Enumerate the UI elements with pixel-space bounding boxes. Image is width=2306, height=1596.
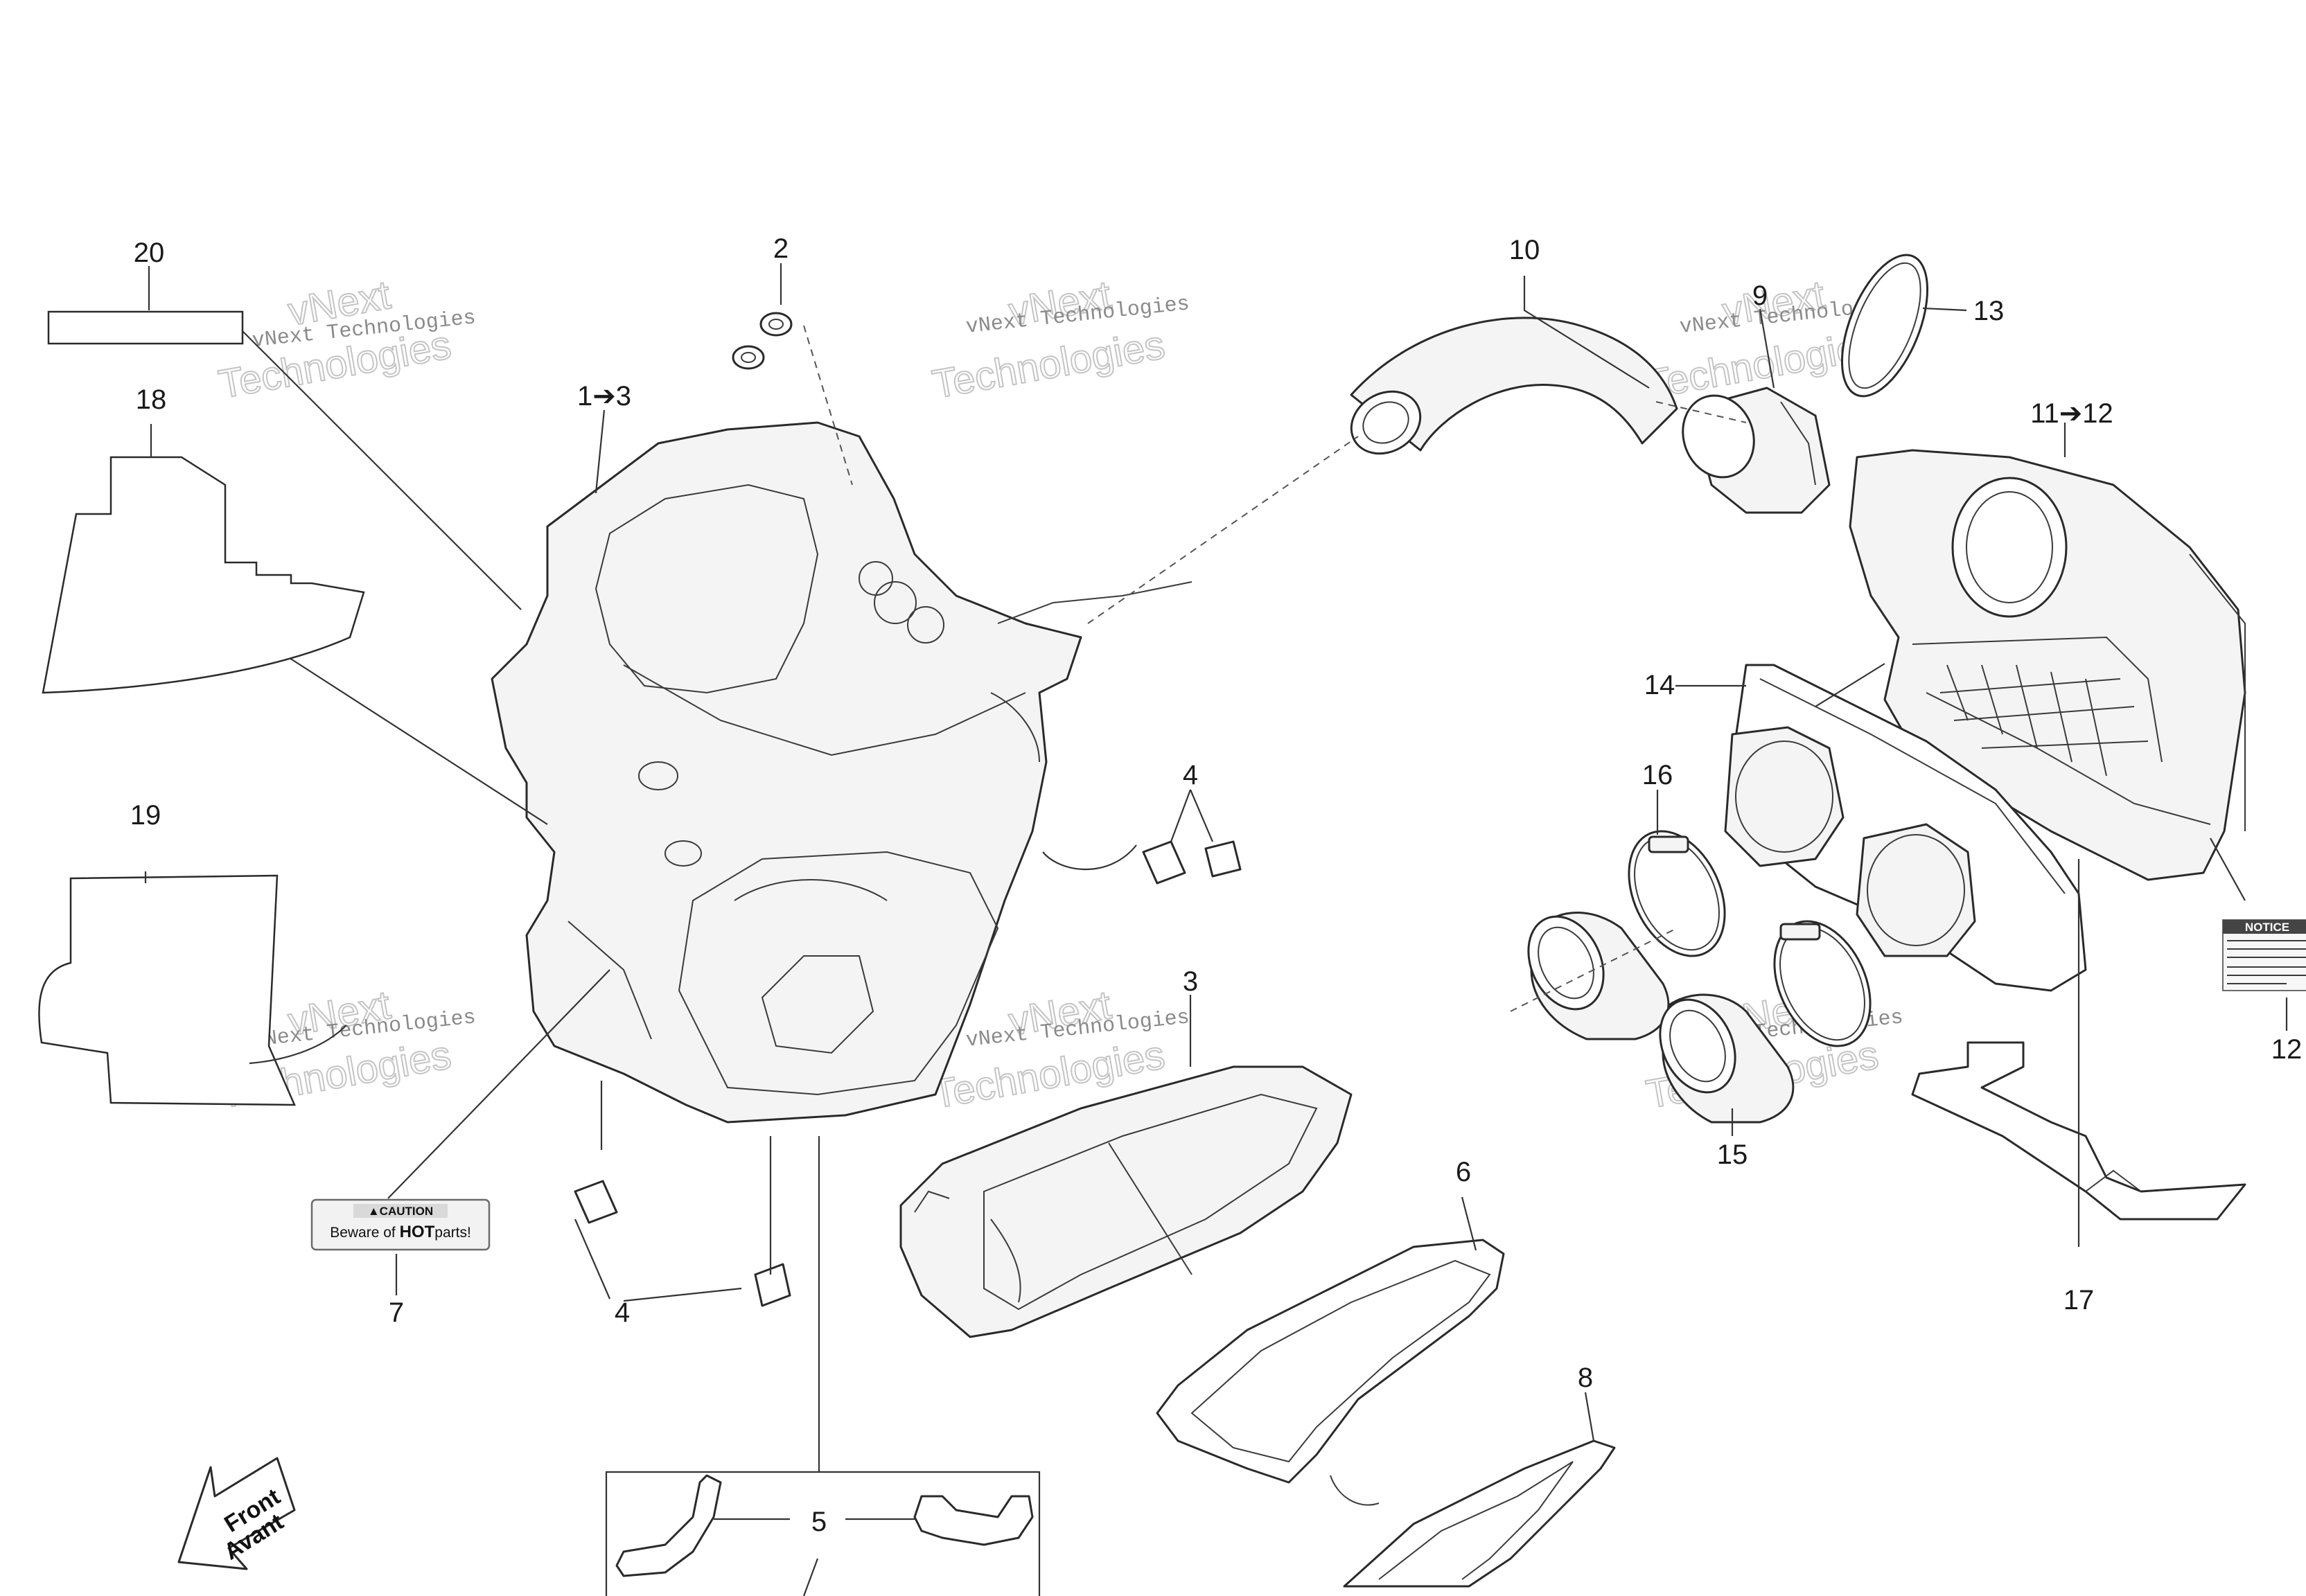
- callout-16: 16: [1642, 760, 1673, 790]
- watermark-top-middle: Technologies vNext vNext Technologies: [928, 272, 1190, 408]
- part-11-air-box-cover: [1849, 449, 2246, 881]
- callout-labels: 20 2 1➔3 10 9 13 11➔12 18 14 16 4 19 3 1…: [130, 233, 2303, 1537]
- callout-19: 19: [130, 800, 161, 831]
- callout-12: 12: [2271, 1034, 2303, 1065]
- notice-decal-heading: NOTICE: [2245, 921, 2289, 934]
- callout-15: 15: [1717, 1140, 1748, 1170]
- callout-4-lower: 4: [615, 1297, 630, 1328]
- part-15-sleeves: [1527, 912, 1795, 1124]
- part-2-grommets: [732, 312, 793, 370]
- part-14-filter-frame: [1724, 664, 2087, 992]
- part-7-caution-decal: ▲CAUTION Beware of HOTparts!: [310, 1198, 491, 1251]
- part-5-kit-box: [605, 1471, 1041, 1596]
- part-12-notice-decal: NOTICE: [2222, 919, 2306, 991]
- front-direction-arrow: Front Avant: [177, 1457, 296, 1570]
- callout-14: 14: [1644, 670, 1675, 700]
- caution-decal-text: Beware of HOTparts!: [330, 1223, 471, 1241]
- callout-3: 3: [1183, 966, 1198, 997]
- callout-5: 5: [811, 1507, 827, 1537]
- part-16-hose-clamps: [1628, 830, 1872, 1047]
- part-18-insulation-sheet: [42, 456, 365, 694]
- assembly-alignment-lines: [803, 325, 1747, 1012]
- callout-7: 7: [389, 1297, 404, 1328]
- watermark-top-left: Technologies vNext vNext Technologies: [215, 272, 477, 408]
- part-9-coupler: [1682, 387, 1831, 514]
- svg-text:Technologies: Technologies: [929, 322, 1168, 407]
- part-1-air-box-housing: [491, 421, 1192, 1124]
- leader-lines: [144, 263, 2288, 1596]
- part-3-filter-element: [899, 1065, 1353, 1338]
- callout-2: 2: [773, 233, 789, 264]
- part-5-brackets: [615, 1474, 1034, 1577]
- caution-decal-heading: ▲CAUTION: [368, 1205, 433, 1218]
- callout-17: 17: [2063, 1285, 2095, 1315]
- part-20-label-strip: [47, 310, 244, 345]
- callout-13: 13: [1973, 296, 2005, 326]
- part-19-insulation-sheet: [38, 874, 296, 1106]
- callout-9: 9: [1752, 281, 1768, 311]
- callout-6: 6: [1456, 1157, 1471, 1187]
- callout-18: 18: [136, 384, 167, 415]
- part-8-pre-filter: [1343, 1439, 1616, 1588]
- callout-1-3: 1➔3: [577, 381, 631, 411]
- callout-10: 10: [1509, 235, 1540, 265]
- callout-20: 20: [134, 238, 165, 268]
- part-6-filter-frame: [1156, 1239, 1505, 1506]
- callout-8: 8: [1578, 1363, 1593, 1393]
- part-10-intake-hose: [1350, 317, 1678, 455]
- part-4-clips: [574, 840, 1242, 1307]
- callout-4-upper: 4: [1183, 760, 1198, 790]
- callout-11-12: 11➔12: [2030, 398, 2113, 429]
- part-13-o-ring: [1840, 254, 1929, 398]
